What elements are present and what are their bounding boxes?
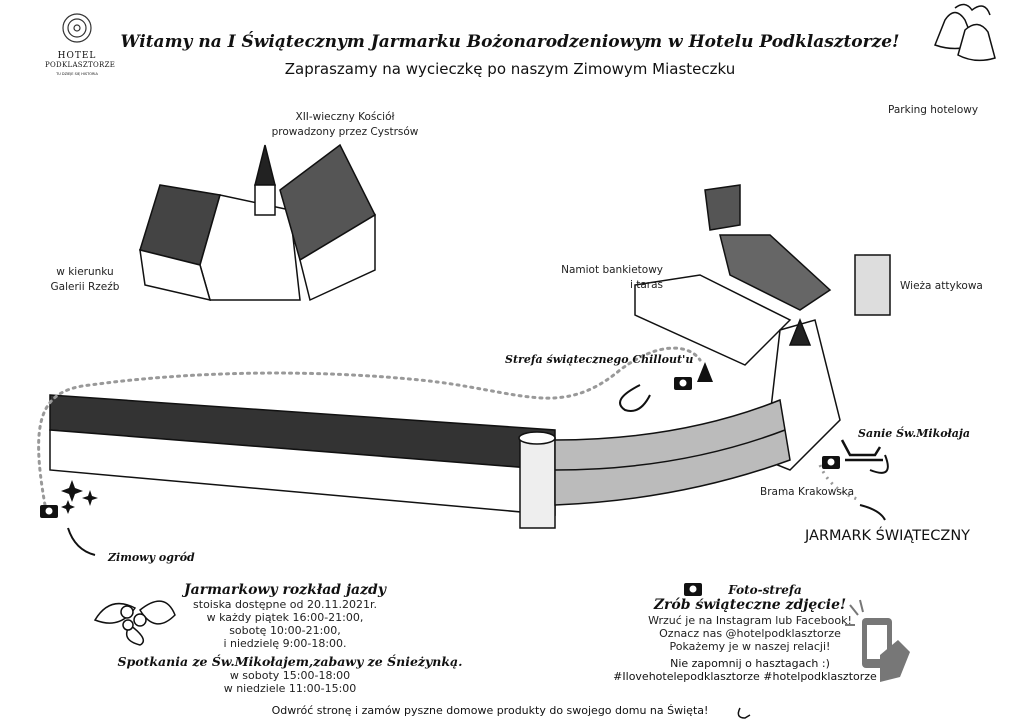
market-building-drawing — [49, 394, 791, 529]
logo-tagline: TU DZIEJE SIĘ HISTORIA — [56, 72, 98, 76]
page-subtitle: Zapraszamy na wycieczkę po naszym Zimowy… — [284, 60, 736, 78]
schedule-line: stoiska dostępne od 20.11.2021r. — [193, 598, 377, 611]
camera-icon — [674, 377, 692, 390]
label-parking: Parking hotelowy — [888, 104, 979, 116]
santa-title: Spotkania ze Św.Mikołajem,zabawy ze Śnie… — [117, 654, 463, 669]
label-tent-line1: Namiot bankietowy — [561, 264, 663, 276]
schedule-title: Jarmarkowy rozkład jazdy — [184, 582, 386, 598]
label-gallery-line2: Galerii Rzeźb — [50, 281, 120, 293]
camera-icon — [822, 456, 840, 469]
arrow-icon — [67, 527, 96, 556]
bells-icon — [934, 3, 996, 62]
logo-name2: PODKLASZTORZE — [45, 61, 116, 69]
arrow-icon — [619, 384, 651, 412]
arrow-icon — [737, 707, 751, 719]
santa-section: Spotkania ze Św.Mikołajem,zabawy ze Śnie… — [110, 654, 470, 696]
label-gallery-line1: w kierunku — [56, 266, 114, 278]
arrow-icon — [859, 504, 886, 521]
sparkle-icon — [61, 480, 98, 514]
selfie-phone-icon — [845, 599, 910, 682]
label-tower: Wieża attykowa — [900, 280, 983, 292]
santa-line: w niedziele 11:00-15:00 — [223, 682, 357, 695]
label-gallery: w kierunku Galerii Rzeźb — [40, 265, 130, 295]
label-sleigh: Sanie Św.Mikołaja — [858, 427, 970, 440]
photo-line: Wrzuć je na Instagram lub Facebook! — [648, 614, 852, 627]
walking-path — [37, 346, 702, 507]
label-garden: Zimowy ogród — [108, 551, 195, 564]
photo-line: Pokażemy je w naszej relacji! — [669, 640, 831, 653]
tent-icon — [697, 362, 713, 382]
photo-subtitle: Zrób świąteczne zdjęcie! — [653, 597, 847, 613]
label-tent-line2: i taras — [629, 279, 663, 291]
label-tent: Namiot bankietowy i taras — [553, 263, 663, 293]
page-title: Witamy na I Świątecznym Jarmarku Bożonar… — [120, 32, 900, 52]
label-market: JARMARK ŚWIĄTECZNY — [805, 528, 971, 544]
arrow-icon — [869, 454, 889, 474]
santa-line: w soboty 15:00-18:00 — [229, 669, 351, 682]
photo-section: Foto-strefa Zrób świąteczne zdjęcie! Wrz… — [613, 583, 880, 683]
schedule-line: w każdy piątek 16:00-21:00, — [206, 611, 364, 624]
label-church-line1: XII-wieczny Kościół — [295, 111, 395, 123]
label-church-line2: prowadzony przez Cystrsów — [271, 126, 419, 138]
logo-name: HOTEL — [57, 51, 97, 61]
photo-line: Oznacz nas @hotelpodklasztorze — [659, 627, 841, 640]
schedule-line: i niedzielę 9:00-18:00. — [223, 637, 347, 650]
hotel-logo[interactable]: HOTEL PODKLASZTORZE TU DZIEJE SIĘ HISTOR… — [45, 51, 116, 76]
camera-icon — [684, 583, 702, 596]
footer-text: Odwróć stronę i zamów pyszne domowe prod… — [271, 704, 709, 717]
hashtag-intro: Nie zapomnij o hasztagach :) — [670, 657, 830, 670]
label-chillout: Strefa świątecznego Chillout'u — [505, 353, 694, 366]
camera-icon — [40, 505, 58, 518]
schedule-section: Jarmarkowy rozkład jazdy stoiska dostępn… — [170, 582, 400, 651]
holly-icon — [93, 600, 176, 646]
tent-drawing — [634, 184, 891, 471]
label-gate: Brama Krakowska — [760, 486, 855, 498]
schedule-line: sobotę 10:00-21:00, — [229, 624, 341, 637]
church-drawing — [139, 143, 376, 302]
hashtags: #Ilovehotelepodklasztorze #hotelpodklasz… — [613, 670, 877, 683]
photo-title: Foto-strefa — [728, 583, 802, 597]
logo-emblem — [62, 13, 92, 43]
label-church: XII-wieczny Kościół prowadzony przez Cys… — [270, 110, 420, 140]
sleigh-icon — [840, 439, 883, 462]
